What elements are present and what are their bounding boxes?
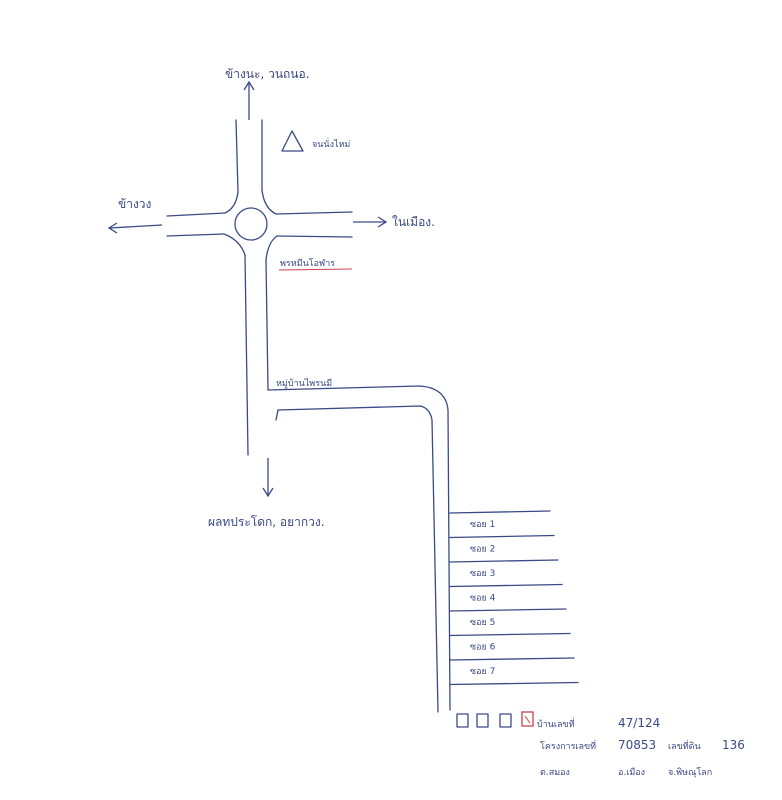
soi-label: ซอย 6 [470,643,496,653]
west-arrowhead [107,222,118,234]
house-number-label: บ้านเลขที่ [537,717,575,730]
soi-line [449,632,571,637]
soi-lines: ซอย 1 ซอย 2 ซอย 3 ซอย 4 ซอย 5 ซอย 6 ซอย 7 [449,510,579,686]
target-house-mark [524,715,531,724]
house-icon [456,713,469,728]
label-west: ข้างวง [118,197,151,211]
house-icon [499,713,512,728]
roundabout [234,207,268,241]
north-arrowhead [243,80,255,91]
branch-road-outer [267,385,451,711]
soi-label: ซอย 7 [470,667,495,677]
soi-line [449,608,567,612]
soi-label: ซอย 4 [470,594,496,604]
label-underline [278,268,353,271]
east-arrowhead [377,216,388,228]
project-number-value: 70853 [618,738,656,752]
soi-label: ซอย 1 [470,520,495,530]
soi-line [449,534,555,539]
house-icon [476,713,489,728]
west-road [166,212,226,237]
label-roundabout-road: พรหมีนโอฬาร [280,258,335,269]
branch-road-inner [275,405,439,713]
soi-line [449,559,559,563]
soi-line [449,583,563,588]
label-landmark: จนนั่งไหม่ [312,137,350,150]
soi-line [449,681,579,686]
plot-number-label: เลขที่ดิน [668,739,701,752]
subdistrict: ต.สมอง [540,768,570,778]
roundabout-outer [223,189,278,261]
north-road [235,119,263,193]
province: จ.พิษณุโลก [668,767,712,778]
landmark-triangle-icon [281,130,304,152]
target-house-icon [521,711,534,727]
soi-line [449,657,575,661]
plot-number-value: 136 [722,738,745,752]
label-north: ข้างนะ, วนถนอ. [225,67,310,81]
label-road-bend: หมู่บ้านไพรนมี [276,378,332,389]
soi-label: ซอย 2 [470,545,495,555]
label-east: ในเมือง. [392,215,435,229]
soi-label: ซอย 3 [470,569,495,579]
project-number-label: โครงการเลขที่ [540,739,596,752]
west-arrow [109,224,163,229]
soi-label: ซอย 5 [470,618,495,628]
district: อ.เมือง [618,767,645,778]
south-road [244,254,269,456]
south-arrowhead [262,487,274,498]
house-number-value: 47/124 [618,716,660,730]
east-road [275,211,353,238]
label-south: ผลทประโดก, อยากวง. [208,515,325,529]
soi-line [449,510,551,514]
